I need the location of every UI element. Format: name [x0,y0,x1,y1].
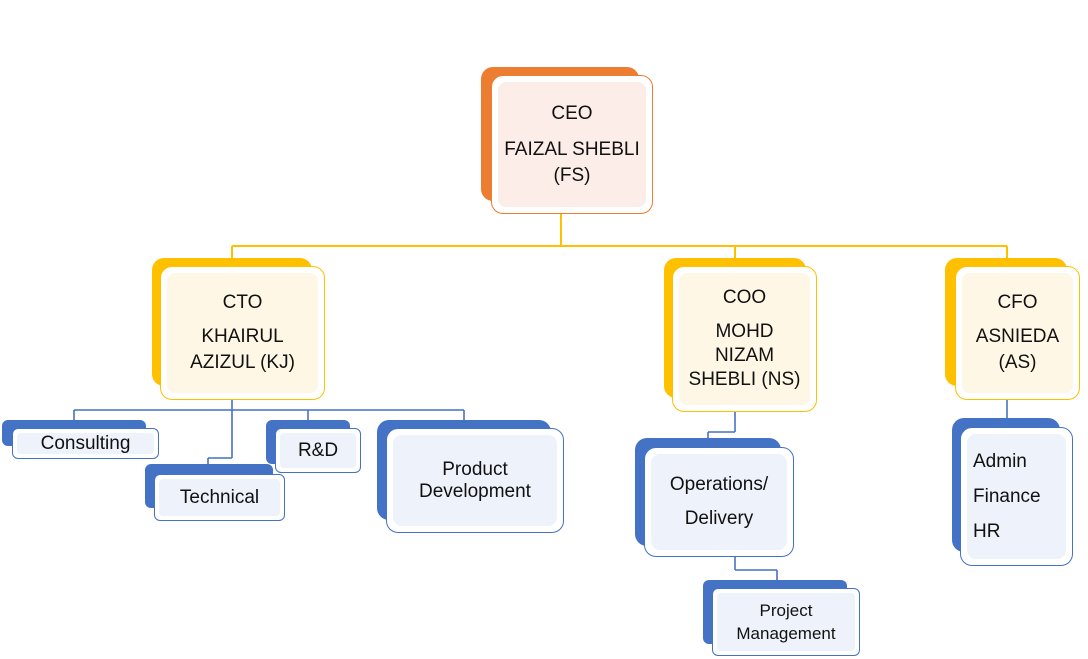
operations-label-line2: Delivery [684,508,754,529]
ceo-initials: (FS) [553,164,591,186]
consulting-node-card: Consulting [12,428,159,459]
project-management-label-line1: Project [759,601,813,620]
rnd-node-card: R&D [275,428,361,473]
rnd-label: R&D [297,439,339,461]
operations-label-line1: Operations/ [669,474,769,495]
technical-label: Technical [179,486,260,508]
coo-name-line2: NIZAM [714,345,775,366]
ceo-title: CEO [551,102,593,124]
cfo-initials: (AS) [998,352,1037,373]
admin-label: Admin [973,451,1027,472]
consulting-label: Consulting [40,432,131,454]
project-management-label-line2: Management [736,624,836,643]
product-development-label-line1: Product [442,458,508,480]
cfo-name: ASNIEDA [975,326,1060,347]
finance-label: Finance [973,486,1041,507]
product-development-label-line2: Development [419,480,531,502]
cto-title: CTO [222,292,263,313]
admin-finance-hr-node-card: Admin Finance HR [960,427,1073,566]
operations-delivery-node-card: Operations/ Delivery [644,447,794,557]
cto-node-card: CTO KHAIRUL AZIZUL (KJ) [160,266,325,400]
project-management-node-card: Project Management [712,588,860,656]
cfo-title: CFO [997,292,1038,313]
coo-node-card: COO MOHD NIZAM SHEBLI (NS) [672,266,817,412]
cto-name-line2: AZIZUL (KJ) [190,352,295,373]
coo-title: COO [722,287,767,308]
ceo-node-card: CEO FAIZAL SHEBLI (FS) [491,75,653,214]
technical-node-card: Technical [154,474,285,521]
hr-label: HR [973,521,1001,542]
ceo-name: FAIZAL SHEBLI [504,138,640,160]
cto-name-line1: KHAIRUL [201,326,284,347]
coo-name-line1: MOHD [715,321,774,342]
product-development-node-card: Product Development [386,428,564,533]
coo-name-line3: SHEBLI (NS) [688,369,801,390]
cfo-node-card: CFO ASNIEDA (AS) [955,266,1080,400]
